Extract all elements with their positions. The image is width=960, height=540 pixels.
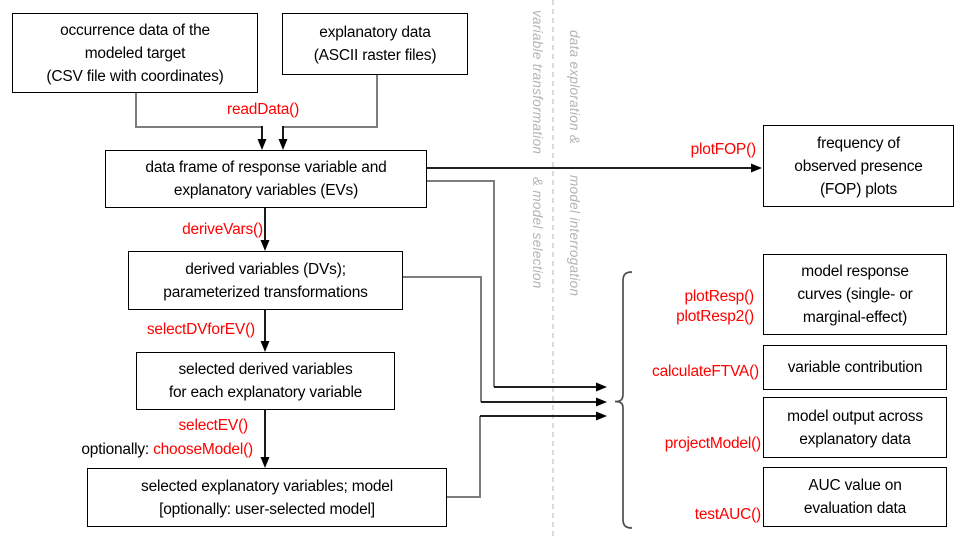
elbow-selectedev-to-right (447, 416, 481, 498)
optionally-prefix: optionally: (81, 441, 154, 458)
box-line: parameterized transformations (163, 283, 368, 301)
arrows (257, 126, 762, 468)
box-line: selected explanatory variables; model (141, 477, 393, 495)
model-output-box: model output across explanatory data (763, 397, 947, 458)
fn-projectmodel: projectModel() (664, 435, 761, 452)
fn-choosemodel-line: optionally: chooseModel() (81, 441, 253, 459)
fn-selectdvforev: selectDVforEV() (146, 321, 255, 338)
box-line: [optionally: user-selected model] (159, 500, 375, 518)
box-line: derived variables (DVs); (185, 260, 346, 278)
fn-testauc: testAUC() (694, 506, 761, 523)
box-line: (FOP) plots (819, 180, 898, 198)
box-line: (CSV file with coordinates) (46, 67, 224, 85)
box-line: observed presence (794, 157, 923, 175)
response-curves-box: model response curves (single- or margin… (763, 254, 947, 335)
elbow-derived-to-right (403, 276, 482, 402)
box-line: marginal-effect) (802, 309, 908, 326)
fn-plotfop: plotFOP() (690, 141, 757, 158)
fn-selectev: selectEV() (178, 417, 249, 434)
box-line: selected derived variables (178, 361, 353, 378)
explanatory-data-box: explanatory data (ASCII raster files) (282, 13, 468, 75)
fn-plotresp2: plotResp2() (676, 308, 754, 325)
fn-derivevars: deriveVars() (182, 221, 263, 238)
selected-derived-variables-box: selected derived variables for each expl… (136, 352, 395, 410)
box-line: explanatory variables (EVs) (173, 182, 359, 199)
box-line: AUC value on (808, 477, 902, 494)
box-line: explanatory data (799, 430, 911, 448)
elbow-occurrence-to-readdata (135, 93, 262, 128)
box-line: evaluation data (803, 500, 907, 517)
occurrence-data-box: occurrence data of the modeled target (C… (12, 13, 258, 93)
box-line: variable contribution (787, 359, 923, 376)
fop-plots-box: frequency of observed presence (FOP) plo… (763, 125, 954, 207)
box-line: curves (single- or (797, 286, 913, 303)
elbow-dataframe-to-right (427, 180, 495, 387)
box-line: modeled target (84, 44, 186, 62)
box-line: frequency of (817, 134, 900, 152)
derived-variables-box: derived variables (DVs); parameterized t… (128, 251, 403, 310)
variable-contribution-box: variable contribution (763, 345, 947, 390)
box-line: explanatory data (319, 24, 431, 41)
auc-value-box: AUC value on evaluation data (763, 467, 947, 527)
box-line: (ASCII raster files) (313, 47, 437, 64)
box-line: model response (801, 263, 909, 280)
output-group-brace (614, 271, 633, 529)
selected-explanatory-variables-box: selected explanatory variables; model [o… (87, 468, 447, 527)
box-line: occurrence data of the (60, 21, 210, 39)
elbow-explanatory-to-readdata (283, 75, 378, 128)
box-line: model output across (787, 407, 923, 425)
box-line: data frame of response variable and (145, 159, 387, 176)
dataframe-box: data frame of response variable and expl… (105, 150, 427, 208)
fn-plotresp: plotResp() (684, 288, 755, 305)
fn-readdata: readData() (227, 101, 300, 118)
fn-calculateftva: calculateFTVA() (652, 363, 759, 380)
box-line: for each explanatory variable (168, 384, 363, 401)
fn-choosemodel: chooseModel() (153, 441, 253, 458)
